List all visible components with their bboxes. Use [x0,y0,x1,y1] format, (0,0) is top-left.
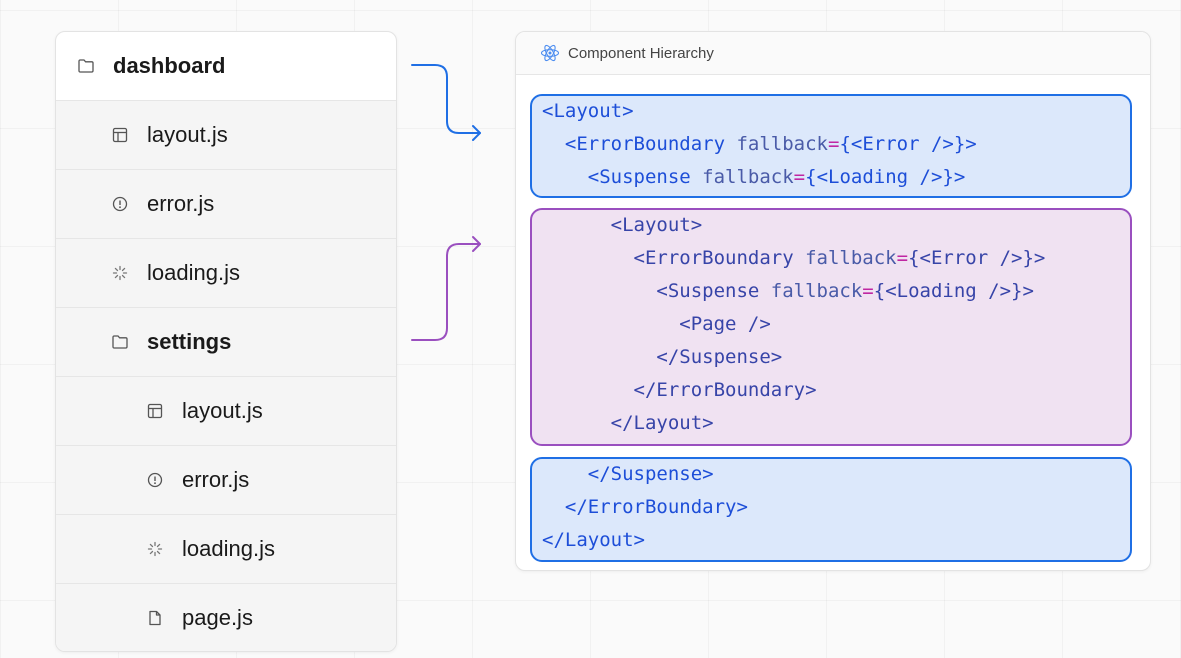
code-lines: <Layout> <ErrorBoundary fallback={<Error… [532,209,1130,440]
tree-item-label: error.js [147,191,215,216]
code-line: <Page /> [542,308,1130,341]
tree-item-label: layout.js [147,122,228,147]
error-icon [112,196,128,212]
code-token: fallback [770,280,863,302]
code-token: fallback [702,166,794,188]
code-token: <Page /> [542,313,771,335]
code-token: </Layout> [542,412,714,434]
code-token: {<Loading />}> [873,280,1034,302]
tree-item-settings-error-js[interactable]: error.js [56,446,396,515]
code-token: {<Loading />}> [805,166,966,188]
tree-item-layout-js[interactable]: layout.js [56,101,396,170]
code-token: <Layout> [542,100,634,122]
page-icon [147,610,163,626]
tree-item-label: loading.js [182,536,275,561]
folder-icon [112,334,128,350]
layout-icon [147,403,163,419]
code-token: = [896,247,909,269]
code-line: <Layout> [542,209,1130,242]
tree-item-dashboard-folder[interactable]: dashboard [56,32,396,101]
code-line: <Layout> [542,95,1130,128]
tree-item-label: error.js [182,467,250,492]
tree-item-page-js[interactable]: page.js [56,584,396,651]
component-hierarchy-panel: Component Hierarchy <Layout> <ErrorBound… [515,31,1151,571]
hierarchy-header: Component Hierarchy [516,32,1150,75]
code-lines: <Layout> <ErrorBoundary fallback={<Error… [532,95,1130,194]
code-lines: </Suspense> </ErrorBoundary> </Layout> [532,458,1130,557]
file-tree-panel: dashboard layout.js error.js loading.js … [55,31,397,652]
loading-icon [112,265,128,281]
code-line: <ErrorBoundary fallback={<Error />}> [542,128,1130,161]
folder-icon [78,58,94,74]
code-line: </Suspense> [542,341,1130,374]
code-token: {<Error />}> [839,133,977,155]
code-token: {<Error />}> [908,247,1046,269]
code-token: </ErrorBoundary> [542,496,748,518]
tree-item-settings-loading-js[interactable]: loading.js [56,515,396,584]
code-token: fallback [805,247,897,269]
tree-item-label: page.js [182,605,253,630]
hierarchy-title: Component Hierarchy [568,44,714,62]
tree-item-loading-js[interactable]: loading.js [56,239,396,308]
code-token: </Layout> [542,529,645,551]
settings-connector-arrow [411,236,481,341]
code-token: = [827,133,840,155]
code-token: </Suspense> [542,463,714,485]
code-block-settings-layout: <Layout> <ErrorBoundary fallback={<Error… [530,208,1132,446]
code-token: = [793,166,806,188]
tree-item-label: loading.js [147,260,240,285]
code-block-root-closing: </Suspense> </ErrorBoundary> </Layout> [530,457,1132,562]
code-line: <ErrorBoundary fallback={<Error />}> [542,242,1130,275]
code-line: </Layout> [542,524,1130,557]
code-line: </ErrorBoundary> [542,491,1130,524]
code-line: <Suspense fallback={<Loading />}> [542,161,1130,194]
code-token: fallback [736,133,828,155]
react-icon [540,43,560,63]
loading-icon [147,541,163,557]
tree-item-label: dashboard [113,53,226,78]
code-token: <Layout> [542,214,703,236]
code-line: <Suspense fallback={<Loading />}> [542,275,1130,308]
code-token: <Suspense [542,166,703,188]
code-token: <ErrorBoundary [542,133,737,155]
tree-item-settings-layout-js[interactable]: layout.js [56,377,396,446]
tree-item-label: settings [147,329,232,354]
tree-item-settings-folder[interactable]: settings [56,308,396,377]
code-token: = [862,280,874,302]
code-block-root-layout: <Layout> <ErrorBoundary fallback={<Error… [530,94,1132,198]
code-line: </Suspense> [542,458,1130,491]
code-token: <ErrorBoundary [542,247,806,269]
dashboard-connector-arrow [411,64,481,141]
code-token: <Suspense [542,280,771,302]
code-line: </ErrorBoundary> [542,374,1130,407]
tree-item-error-js[interactable]: error.js [56,170,396,239]
tree-item-label: layout.js [182,398,263,423]
code-token: </ErrorBoundary> [542,379,817,401]
layout-icon [112,127,128,143]
error-icon [147,472,163,488]
code-token: </Suspense> [542,346,783,368]
code-line: </Layout> [542,407,1130,440]
